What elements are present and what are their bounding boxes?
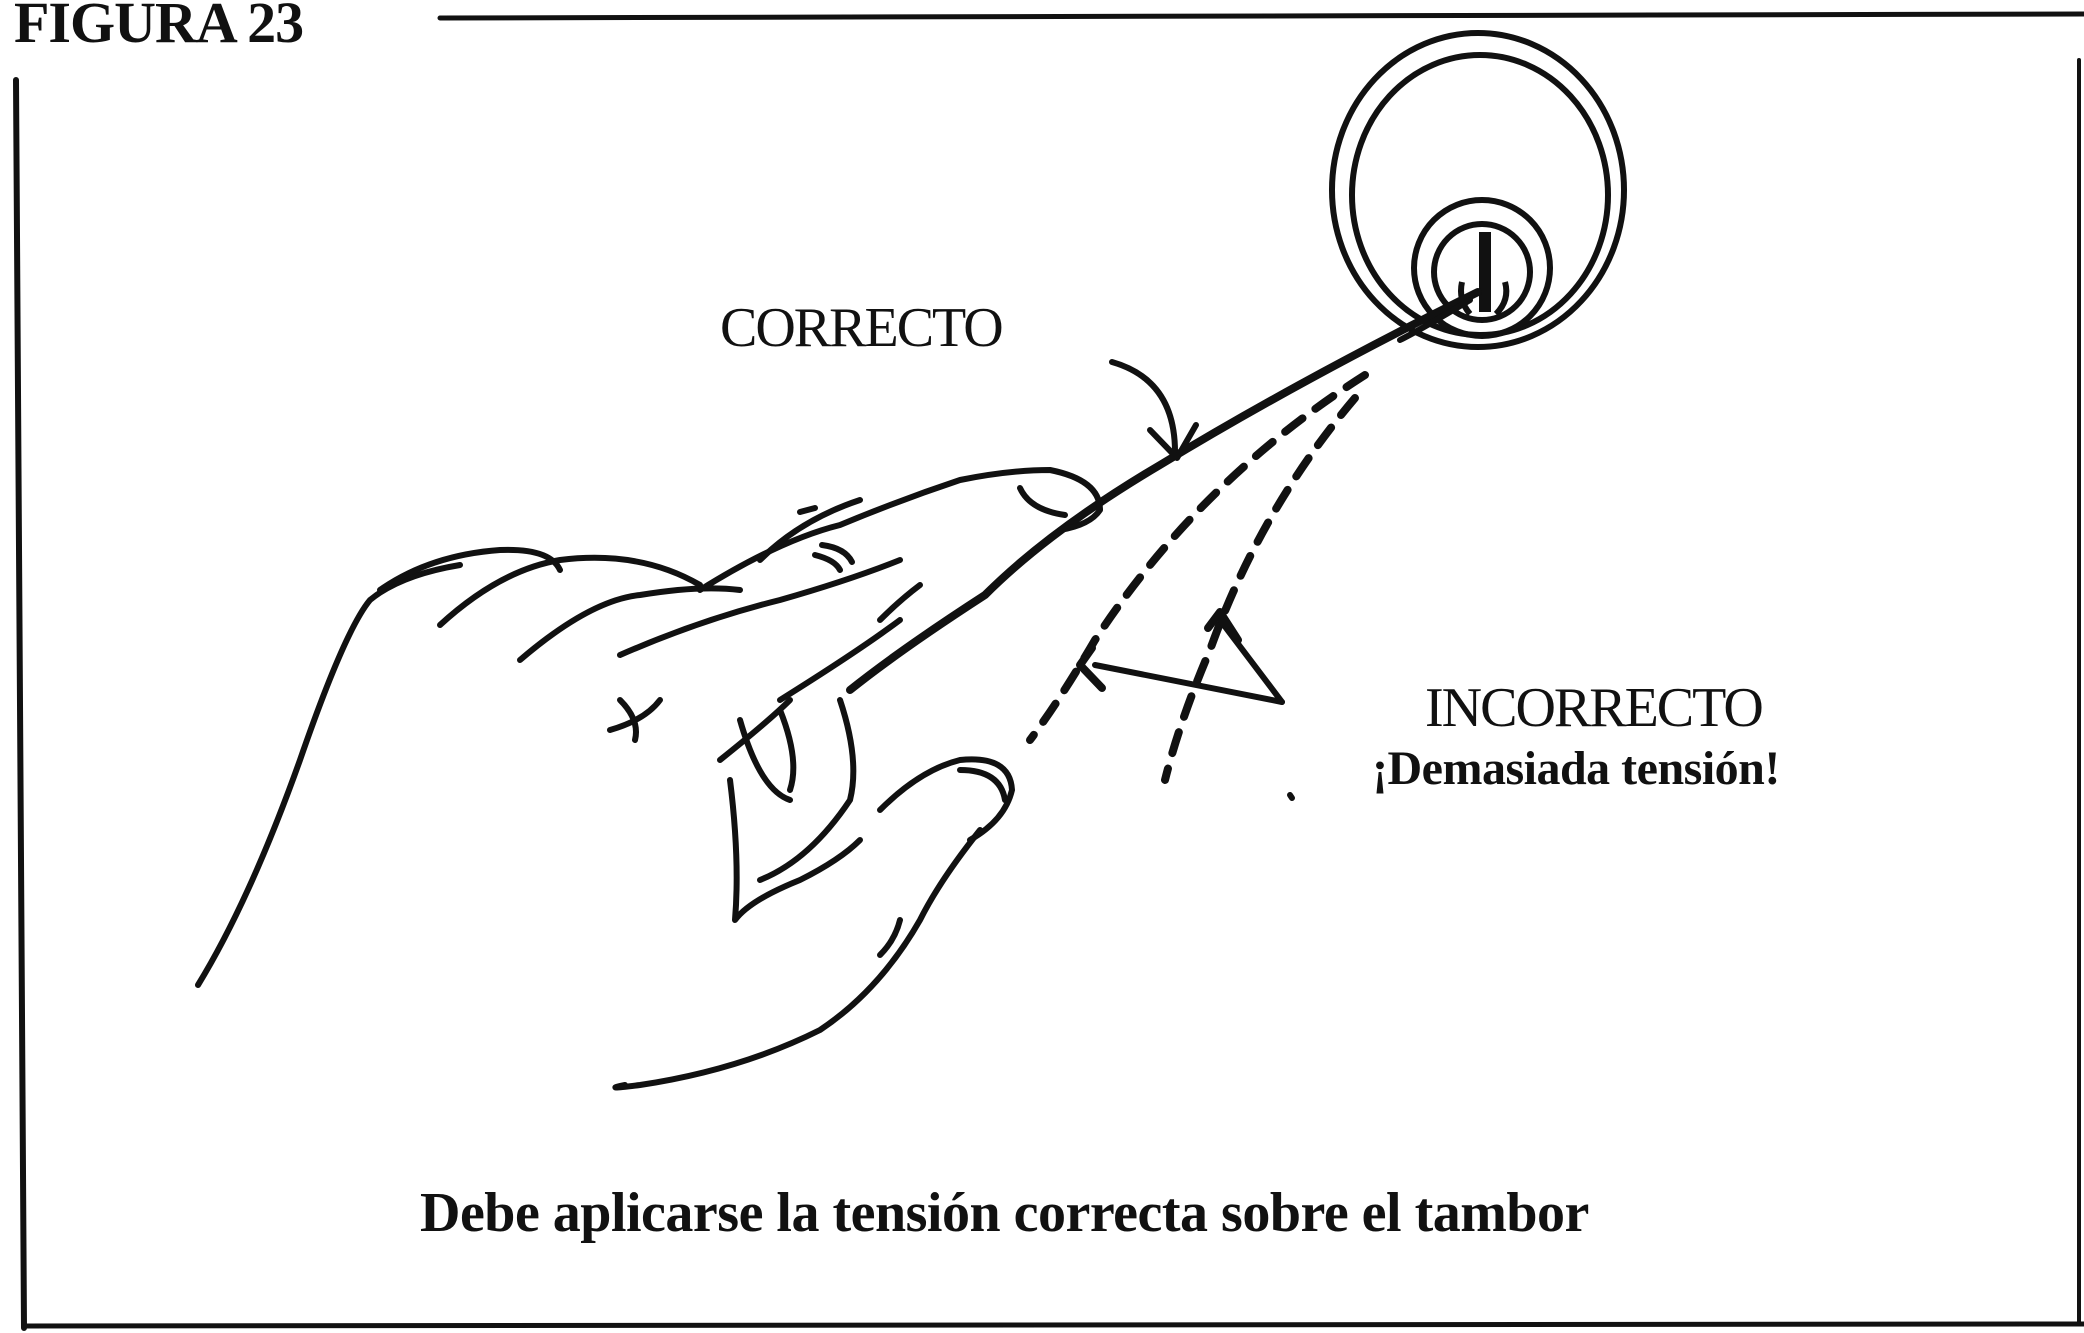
lock-cylinder-icon xyxy=(1329,30,1627,350)
hand-icon xyxy=(195,467,1295,1091)
arrow-icon-correct xyxy=(1109,359,1199,461)
figure-frame xyxy=(13,11,2084,1331)
incorrect-positions xyxy=(1026,371,1369,784)
label-correct: CORRECTO xyxy=(720,297,1004,359)
label-incorrect: INCORRECTO xyxy=(1425,677,1764,739)
label-too-much-tension: ¡Demasiada tensión! xyxy=(1372,742,1780,795)
tension-wrench-icon xyxy=(846,288,1482,694)
arrow-icon-incorrect xyxy=(1076,608,1285,705)
figure-title: FIGURA 23 xyxy=(14,0,304,55)
figure-caption: Debe aplicarse la tensión correcta sobre… xyxy=(420,1182,1589,1244)
